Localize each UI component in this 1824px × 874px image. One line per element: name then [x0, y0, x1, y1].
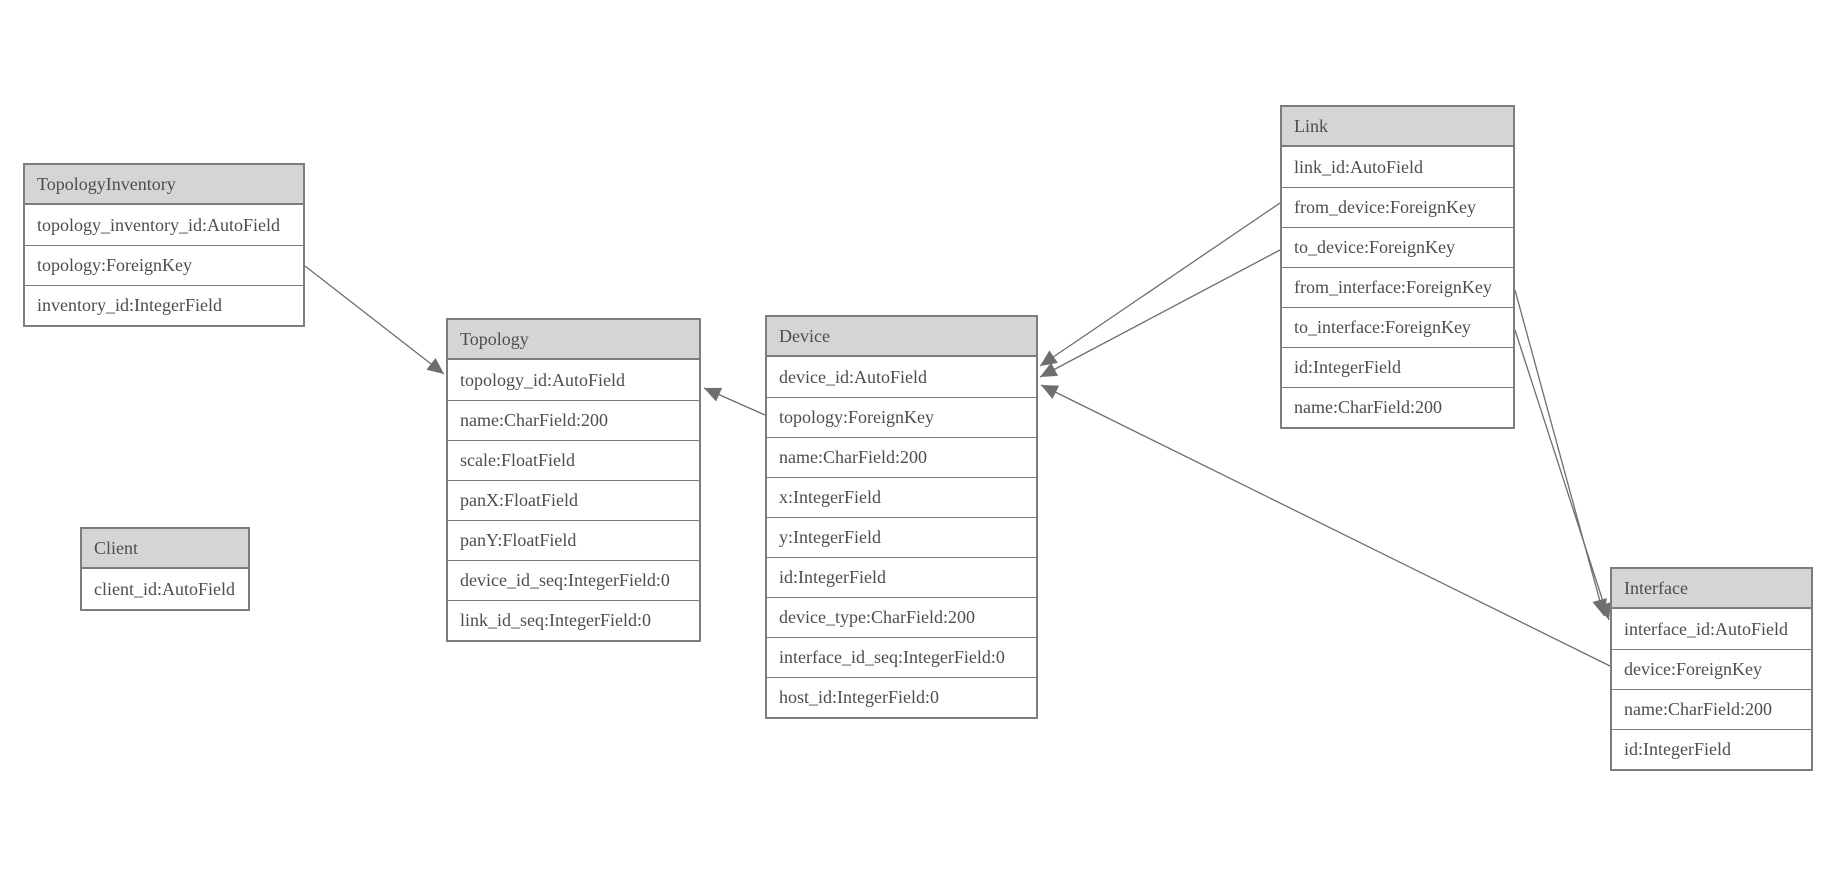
- field-row: inventory_id:IntegerField: [25, 285, 303, 325]
- field-row: name:CharField:200: [1282, 387, 1513, 427]
- edge-device-topology: [703, 387, 766, 416]
- entity-header-link: Link: [1282, 107, 1513, 147]
- edge-link-to-interface-interface: [1514, 329, 1612, 621]
- field-row: client_id:AutoField: [82, 569, 248, 609]
- edge-link-from-device-device: [1039, 202, 1281, 367]
- field-row: topology:ForeignKey: [25, 245, 303, 285]
- entity-table-client: Client client_id:AutoField: [80, 527, 250, 611]
- field-row: device_id_seq:IntegerField:0: [448, 560, 699, 600]
- field-row: host_id:IntegerField:0: [767, 677, 1036, 717]
- entity-header-topology: Topology: [448, 320, 699, 360]
- field-row: device:ForeignKey: [1612, 649, 1811, 689]
- field-row: panY:FloatField: [448, 520, 699, 560]
- edge-topologyinventory-topology: [304, 265, 445, 375]
- field-row: link_id_seq:IntegerField:0: [448, 600, 699, 640]
- field-row: to_interface:ForeignKey: [1282, 307, 1513, 347]
- field-row: from_interface:ForeignKey: [1282, 267, 1513, 307]
- field-row: topology_id:AutoField: [448, 360, 699, 400]
- entity-header-client: Client: [82, 529, 248, 569]
- field-row: scale:FloatField: [448, 440, 699, 480]
- field-row: panX:FloatField: [448, 480, 699, 520]
- field-row: name:CharField:200: [448, 400, 699, 440]
- edge-link-to-device-device: [1039, 249, 1281, 378]
- field-row: id:IntegerField: [767, 557, 1036, 597]
- entity-table-topologyinventory: TopologyInventory topology_inventory_id:…: [23, 163, 305, 327]
- field-row: x:IntegerField: [767, 477, 1036, 517]
- edge-link-from-interface-interface: [1514, 289, 1607, 617]
- field-row: id:IntegerField: [1282, 347, 1513, 387]
- field-row: y:IntegerField: [767, 517, 1036, 557]
- field-row: topology_inventory_id:AutoField: [25, 205, 303, 245]
- field-row: id:IntegerField: [1612, 729, 1811, 769]
- field-row: link_id:AutoField: [1282, 147, 1513, 187]
- field-row: name:CharField:200: [767, 437, 1036, 477]
- entity-header-topologyinventory: TopologyInventory: [25, 165, 303, 205]
- field-row: topology:ForeignKey: [767, 397, 1036, 437]
- field-row: from_device:ForeignKey: [1282, 187, 1513, 227]
- field-row: name:CharField:200: [1612, 689, 1811, 729]
- field-row: to_device:ForeignKey: [1282, 227, 1513, 267]
- entity-header-device: Device: [767, 317, 1036, 357]
- field-row: interface_id:AutoField: [1612, 609, 1811, 649]
- field-row: device_id:AutoField: [767, 357, 1036, 397]
- field-row: device_type:CharField:200: [767, 597, 1036, 637]
- entity-header-interface: Interface: [1612, 569, 1811, 609]
- field-row: interface_id_seq:IntegerField:0: [767, 637, 1036, 677]
- entity-fields-client: client_id:AutoField: [82, 569, 248, 609]
